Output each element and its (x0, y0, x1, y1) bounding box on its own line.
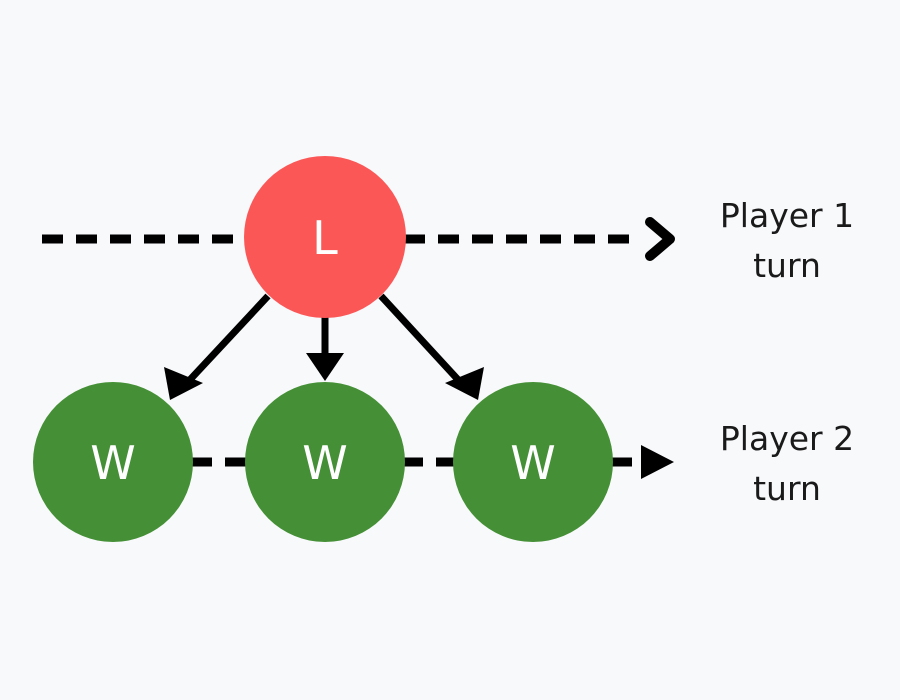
player-2-flow-arrowhead-icon (641, 445, 674, 479)
node-win-left-circle[interactable] (33, 382, 193, 542)
player-1-flow-arrowhead-icon (645, 217, 675, 261)
node-win-middle[interactable]: W (245, 382, 405, 542)
player-2-turn-label: Player 2 turn (720, 419, 854, 508)
edge-root-to-middle-child-arrowhead-icon (306, 353, 344, 381)
edge-root-to-right-child-arrowhead-icon (445, 367, 484, 400)
player-1-turn-label-line1: Player 1 (720, 196, 854, 235)
node-win-middle-circle[interactable] (245, 382, 405, 542)
node-win-right-circle[interactable] (453, 382, 613, 542)
player-2-turn-label-line2: turn (753, 469, 821, 508)
node-win-right[interactable]: W (453, 382, 613, 542)
node-win-right-label: W (510, 436, 555, 490)
player-2-turn-label-line1: Player 2 (720, 419, 854, 458)
player-2-flow-line (191, 445, 674, 479)
edge-root-to-right-child-shaft (378, 293, 465, 387)
edge-root-to-middle-child (306, 315, 344, 381)
edge-root-to-left-child (164, 293, 271, 400)
edge-root-to-left-child-shaft (183, 293, 271, 387)
tree-edges (164, 293, 484, 400)
node-win-middle-label: W (302, 436, 347, 490)
node-win-left-label: W (90, 436, 135, 490)
node-root-loss[interactable]: L (244, 156, 406, 318)
edge-root-to-right-child (378, 293, 484, 400)
node-root-loss-circle[interactable] (244, 156, 406, 318)
node-win-left[interactable]: W (33, 382, 193, 542)
player-1-flow-line (42, 217, 675, 261)
edge-root-to-left-child-arrowhead-icon (164, 367, 203, 400)
player-1-turn-label: Player 1 turn (720, 196, 854, 285)
player-1-turn-label-line2: turn (753, 246, 821, 285)
node-root-loss-label: L (312, 211, 338, 265)
